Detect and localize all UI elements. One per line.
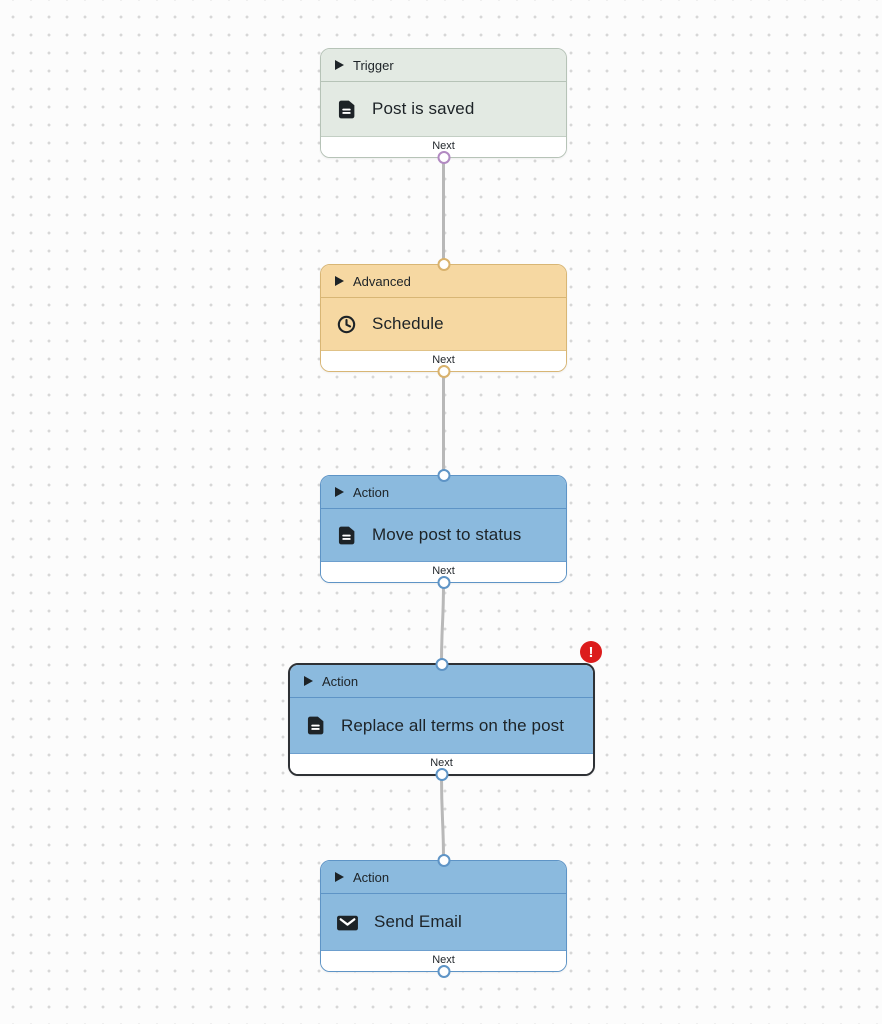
next-label: Next	[430, 757, 453, 769]
output-handle[interactable]	[437, 365, 450, 378]
input-handle[interactable]	[437, 469, 450, 482]
document-icon	[336, 525, 357, 546]
collapse-triangle-icon[interactable]	[335, 276, 344, 286]
collapse-triangle-icon[interactable]	[304, 676, 313, 686]
node-footer: Next	[321, 561, 566, 582]
collapse-triangle-icon[interactable]	[335, 60, 344, 70]
node-header[interactable]: Action	[321, 476, 566, 509]
node-title: Send Email	[374, 912, 462, 931]
node-footer: Next	[321, 136, 566, 157]
node-title: Move post to status	[372, 525, 522, 544]
document-icon	[305, 715, 326, 736]
error-badge[interactable]: !	[580, 641, 602, 663]
next-label: Next	[432, 354, 455, 366]
node-advanced-schedule[interactable]: Advanced Schedule Next	[320, 258, 567, 378]
envelope-icon	[336, 912, 359, 933]
next-label: Next	[432, 565, 455, 577]
connection-edge[interactable]	[440, 774, 445, 862]
node-body: Move post to status	[321, 509, 566, 561]
node-body: Send Email	[321, 894, 566, 950]
next-label: Next	[432, 140, 455, 152]
clock-icon	[336, 314, 357, 335]
output-handle[interactable]	[437, 965, 450, 978]
output-handle[interactable]	[435, 768, 448, 781]
document-icon	[336, 99, 357, 120]
node-action-send-email[interactable]: Action Send Email Next	[320, 854, 567, 978]
input-handle[interactable]	[437, 258, 450, 271]
node-action-replace-all-terms[interactable]: ! Action Replace all terms on the post N…	[288, 641, 602, 781]
collapse-triangle-icon[interactable]	[335, 487, 344, 497]
node-body: Post is saved	[321, 82, 566, 136]
node-footer: Next	[321, 950, 566, 971]
node-trigger-post-is-saved[interactable]: Trigger Post is saved Next	[320, 48, 567, 164]
next-label: Next	[432, 954, 455, 966]
node-body: Schedule	[321, 298, 566, 350]
node-category-label: Action	[353, 869, 390, 885]
node-category-label: Advanced	[353, 273, 411, 289]
node-category-label: Trigger	[353, 57, 394, 73]
node-title: Schedule	[372, 314, 444, 333]
output-handle[interactable]	[437, 576, 450, 589]
node-category-label: Action	[353, 484, 390, 500]
node-title: Post is saved	[372, 99, 475, 118]
connection-edge[interactable]	[440, 581, 445, 665]
input-handle[interactable]	[435, 658, 448, 671]
output-handle[interactable]	[437, 151, 450, 164]
input-handle[interactable]	[437, 854, 450, 867]
node-body: Replace all terms on the post	[290, 698, 593, 753]
node-footer: Next	[290, 753, 593, 774]
node-header[interactable]: Trigger	[321, 49, 566, 82]
node-category-label: Action	[322, 673, 359, 689]
node-footer: Next	[321, 350, 566, 371]
node-action-move-post-to-status[interactable]: Action Move post to status Next	[320, 469, 567, 589]
collapse-triangle-icon[interactable]	[335, 872, 344, 882]
node-title: Replace all terms on the post	[341, 715, 565, 735]
